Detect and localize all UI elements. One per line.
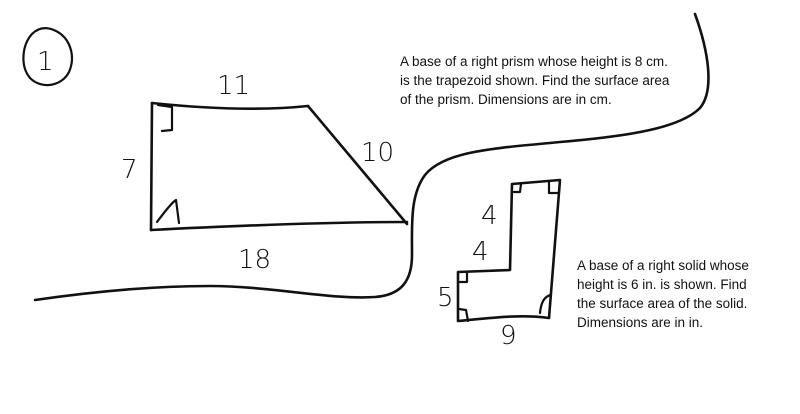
l-right-angle-bottom-right <box>538 293 553 315</box>
trapezoid-top-edge <box>150 101 310 111</box>
trapezoid-bottom-label: 18 <box>238 245 271 275</box>
problem-1-line: of the prism. Dimensions are in cm. <box>400 92 612 107</box>
trapezoid-slant-edge <box>306 104 409 226</box>
problem-2-line: A base of a right solid whose <box>577 258 749 273</box>
l-right-angle-top-right <box>547 180 560 195</box>
l-left-label: 5 <box>437 283 454 313</box>
trapezoid-left-label: 7 <box>121 155 138 185</box>
problem-2-text: A base of a right solid whose height is … <box>577 256 749 332</box>
l-right-angle-bottom-left <box>457 307 470 323</box>
trapezoid-top-label: 11 <box>217 71 250 101</box>
l-upper-label: 4 <box>481 201 498 231</box>
l-middle-label: 4 <box>472 237 489 267</box>
l-right-angle-top-left <box>512 182 523 194</box>
trapezoid-bottom-edge <box>149 220 409 232</box>
trapezoid-slant-label: 10 <box>361 138 394 168</box>
problem-2-line: Dimensions are in in. <box>577 315 704 330</box>
trapezoid-left-edge <box>149 101 154 232</box>
l-right-angle-left <box>458 270 469 284</box>
problem-1-line: A base of a right prism whose height is … <box>400 54 668 69</box>
problem-2-line: height is 6 in. is shown. Find <box>577 277 747 292</box>
right-angle-mark-top <box>156 103 174 133</box>
problem-1-text: A base of a right prism whose height is … <box>400 52 669 109</box>
problem-2-line: the surface area of the solid. <box>577 296 748 311</box>
separator-curve <box>33 12 710 302</box>
right-angle-mark-bottom <box>155 198 181 225</box>
l-bottom-label: 9 <box>500 321 517 351</box>
problem-number-circle <box>22 27 73 87</box>
l-shape-outline <box>456 178 562 323</box>
problem-number: 1 <box>37 47 54 77</box>
problem-1-line: is the trapezoid shown. Find the surface… <box>400 73 670 88</box>
